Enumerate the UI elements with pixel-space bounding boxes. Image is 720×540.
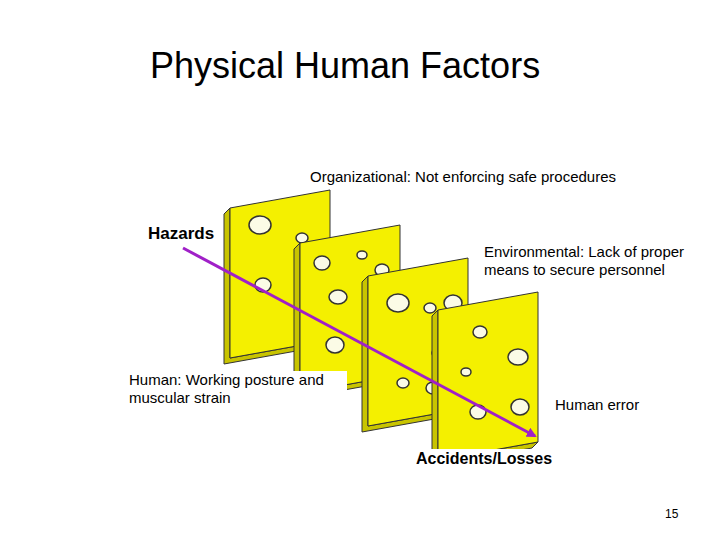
- slice-hole: [424, 303, 436, 313]
- slice-hole: [326, 337, 344, 353]
- slice-hole: [473, 326, 487, 338]
- slice-hole: [249, 216, 271, 234]
- layer-label: Environmental: Lack of proper means to s…: [482, 243, 708, 279]
- slice-hole: [508, 349, 528, 365]
- slice-hole: [511, 399, 529, 415]
- cheese-slices: [224, 190, 538, 466]
- slice-hole: [329, 290, 347, 304]
- hazards-label: Hazards: [146, 224, 216, 244]
- slice-hole: [314, 256, 330, 270]
- slice-hole: [357, 251, 367, 259]
- layer-label: Human error: [553, 396, 641, 414]
- slice-hole: [397, 378, 409, 388]
- layer-label: Organizational: Not enforcing safe proce…: [308, 168, 618, 186]
- slice-hole: [461, 368, 471, 376]
- slide-number: 15: [663, 507, 680, 521]
- slide-title: Physical Human Factors: [150, 44, 540, 87]
- outcome-label: Accidents/Losses: [414, 449, 554, 468]
- cheese-slice: [438, 292, 538, 460]
- layer-label: Human: Working posture and muscular stra…: [127, 371, 347, 407]
- slice-hole: [387, 294, 409, 312]
